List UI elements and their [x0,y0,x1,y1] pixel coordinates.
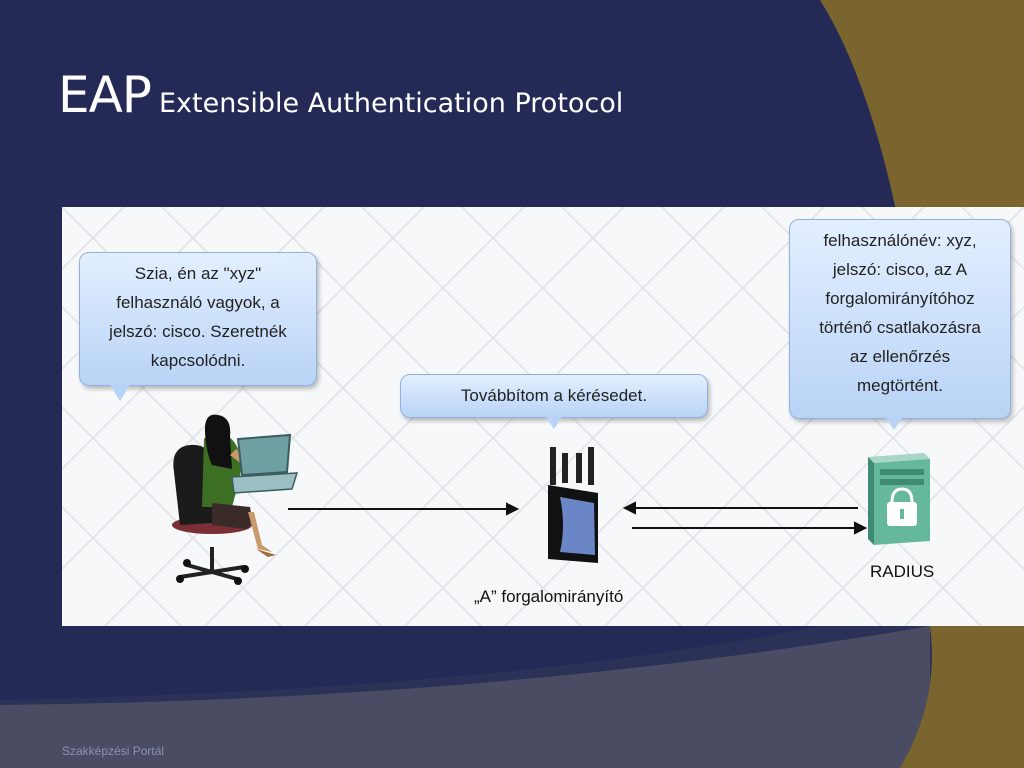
radius-bubble-line: forgalomirányítóhoz [825,289,975,308]
diagram-drawing [172,414,930,585]
wireless-router-icon [548,447,598,563]
user-at-laptop-icon [172,414,299,585]
radius-server-icon [868,453,930,545]
bubble-tail [546,417,562,429]
user-bubble-line: felhasználó vagyok, a [116,293,280,312]
bubble-tail [110,385,130,401]
radius-bubble-line: megtörtént. [857,376,943,395]
user-bubble-line: Szia, én az "xyz" [134,264,262,283]
radius-label: RADIUS [870,562,935,581]
radius-bubble-line: jelszó: cisco, az A [832,260,968,279]
bubble-tail [886,418,902,430]
title-main: EAP [58,66,152,124]
connection-arrows [288,501,868,535]
user-bubble-line: kapcsolódni. [150,351,246,370]
radius-bubble-line: az ellenőrzés [849,347,951,366]
radius-bubble-line: történő csatlakozásra [819,318,981,337]
router-speech-bubble: Továbbítom a kérésedet. [400,374,708,429]
radius-bubble-line: felhasználónév: xyz, [823,231,977,250]
footer-text: Szakképzési Portál [62,744,165,758]
radius-speech-bubble: felhasználónév: xyz, jelszó: cisco, az A… [789,219,1011,430]
router-label: „A” forgalomirányító [474,587,624,606]
title-subtitle: Extensible Authentication Protocol [158,88,624,119]
router-bubble-text: Továbbítom a kérésedet. [460,386,648,405]
lock-icon [887,487,917,526]
user-speech-bubble: Szia, én az "xyz" felhasználó vagyok, a … [79,252,317,401]
user-bubble-line: jelszó: cisco. Szeretnék [109,322,287,341]
eap-diagram-panel: Szia, én az "xyz" felhasználó vagyok, a … [62,207,1024,626]
